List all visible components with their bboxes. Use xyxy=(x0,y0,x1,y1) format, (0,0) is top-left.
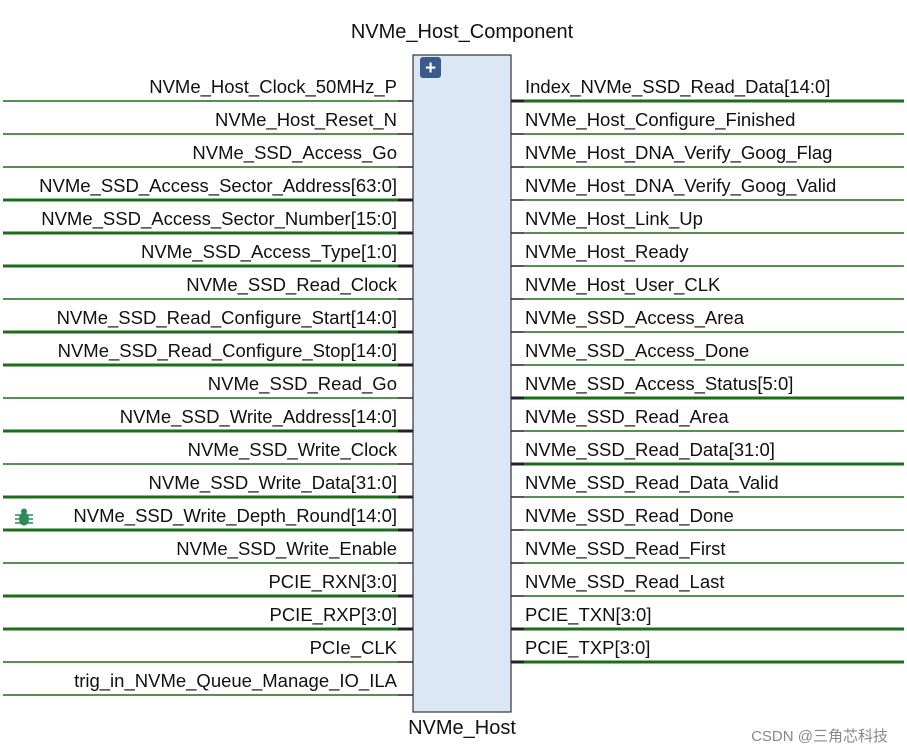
output-port[interactable]: NVMe_SSD_Read_Area xyxy=(511,406,904,432)
input-port-label: NVMe_SSD_Read_Configure_Start[14:0] xyxy=(57,307,397,329)
output-port-label: NVMe_SSD_Read_Data_Valid xyxy=(525,472,779,494)
output-port[interactable]: NVMe_Host_DNA_Verify_Goog_Valid xyxy=(511,175,904,201)
input-port-label: NVMe_SSD_Write_Enable xyxy=(176,538,397,560)
input-port-label: NVMe_SSD_Read_Go xyxy=(208,373,397,395)
input-port-label: NVMe_SSD_Read_Configure_Stop[14:0] xyxy=(58,340,397,362)
input-port[interactable]: NVMe_Host_Reset_N xyxy=(3,109,413,135)
input-port-label: NVMe_SSD_Access_Sector_Address[63:0] xyxy=(39,175,397,197)
output-port-label: NVMe_SSD_Access_Status[5:0] xyxy=(525,373,793,395)
input-port-label: PCIE_RXN[3:0] xyxy=(268,571,397,593)
output-port-label: NVMe_Host_DNA_Verify_Goog_Valid xyxy=(525,175,836,197)
output-port[interactable]: NVMe_SSD_Read_First xyxy=(511,538,904,564)
instance-name: NVMe_Host xyxy=(408,717,516,739)
input-port[interactable]: NVMe_SSD_Write_Depth_Round[14:0] xyxy=(3,505,413,532)
input-port-label: NVMe_SSD_Write_Address[14:0] xyxy=(120,406,397,428)
output-ports: Index_NVMe_SSD_Read_Data[14:0] NVMe_Host_… xyxy=(511,76,904,664)
output-port-label: Index_NVMe_SSD_Read_Data[14:0] xyxy=(525,76,830,98)
output-port-label: NVMe_Host_Configure_Finished xyxy=(525,109,795,131)
output-port[interactable]: NVMe_SSD_Read_Last xyxy=(511,571,904,597)
output-port-label: NVMe_Host_DNA_Verify_Goog_Flag xyxy=(525,142,832,164)
output-port-label: NVMe_Host_Link_Up xyxy=(525,208,703,230)
plus-icon: + xyxy=(425,58,436,79)
input-port-label: NVMe_Host_Reset_N xyxy=(215,109,397,131)
input-port[interactable]: NVMe_SSD_Write_Address[14:0] xyxy=(3,406,413,433)
input-port[interactable]: NVMe_SSD_Read_Configure_Start[14:0] xyxy=(3,307,413,334)
input-port[interactable]: NVMe_SSD_Read_Go xyxy=(3,373,413,399)
component-title: NVMe_Host_Component xyxy=(351,21,574,43)
input-port[interactable]: trig_in_NVMe_Queue_Manage_IO_ILA xyxy=(3,670,413,696)
output-port-label: NVMe_SSD_Read_First xyxy=(525,538,726,560)
input-port[interactable]: NVMe_SSD_Access_Sector_Address[63:0] xyxy=(3,175,413,202)
input-port-label: NVMe_SSD_Write_Depth_Round[14:0] xyxy=(73,505,397,527)
input-port[interactable]: NVMe_SSD_Write_Enable xyxy=(3,538,413,564)
output-port-label: NVMe_Host_User_CLK xyxy=(525,274,721,296)
input-port[interactable]: PCIe_CLK xyxy=(3,637,413,663)
output-port[interactable]: NVMe_Host_Link_Up xyxy=(511,208,904,234)
input-port-label: NVMe_SSD_Write_Data[31:0] xyxy=(149,472,398,494)
watermark: CSDN @三角芯科技 xyxy=(751,728,888,745)
input-port[interactable]: NVMe_SSD_Access_Go xyxy=(3,142,413,168)
input-port[interactable]: NVMe_Host_Clock_50MHz_P xyxy=(3,76,413,102)
output-port[interactable]: NVMe_SSD_Access_Area xyxy=(511,307,904,333)
output-port[interactable]: NVMe_SSD_Access_Done xyxy=(511,340,904,366)
output-port-label: NVMe_SSD_Read_Area xyxy=(525,406,729,428)
output-port-label: NVMe_SSD_Access_Done xyxy=(525,340,749,362)
output-port[interactable]: NVMe_SSD_Read_Data_Valid xyxy=(511,472,904,498)
input-port[interactable]: NVMe_SSD_Access_Type[1:0] xyxy=(3,241,413,268)
input-port-label: PCIe_CLK xyxy=(310,637,398,659)
output-port[interactable]: NVMe_Host_Configure_Finished xyxy=(511,109,904,135)
output-port[interactable]: NVMe_SSD_Read_Data[31:0] xyxy=(511,439,904,466)
input-port[interactable]: PCIE_RXN[3:0] xyxy=(3,571,413,598)
output-port[interactable]: NVMe_Host_DNA_Verify_Goog_Flag xyxy=(511,142,904,168)
output-port-label: NVMe_SSD_Read_Done xyxy=(525,505,734,527)
input-port[interactable]: NVMe_SSD_Read_Clock xyxy=(3,274,413,300)
input-ports: NVMe_Host_Clock_50MHz_P NVMe_Host_Reset_N… xyxy=(3,76,413,696)
output-port[interactable]: Index_NVMe_SSD_Read_Data[14:0] xyxy=(511,76,904,103)
input-port-label: NVMe_SSD_Write_Clock xyxy=(188,439,398,461)
input-port-label: NVMe_SSD_Access_Type[1:0] xyxy=(141,241,397,263)
input-port-label: NVMe_SSD_Access_Go xyxy=(192,142,397,164)
output-port[interactable]: PCIE_TXP[3:0] xyxy=(511,637,904,664)
expand-button[interactable]: + xyxy=(420,57,441,79)
input-port[interactable]: NVMe_SSD_Write_Data[31:0] xyxy=(3,472,413,499)
input-port-label: PCIE_RXP[3:0] xyxy=(269,604,397,626)
input-port[interactable]: NVMe_SSD_Read_Configure_Stop[14:0] xyxy=(3,340,413,367)
output-port-label: NVMe_SSD_Read_Last xyxy=(525,571,725,593)
output-port[interactable]: NVMe_SSD_Read_Done xyxy=(511,505,904,531)
input-port-label: NVMe_SSD_Access_Sector_Number[15:0] xyxy=(41,208,397,230)
debug-bug-icon xyxy=(15,508,33,526)
output-port-label: PCIE_TXP[3:0] xyxy=(525,637,650,659)
output-port[interactable]: PCIE_TXN[3:0] xyxy=(511,604,904,631)
input-port-label: NVMe_SSD_Read_Clock xyxy=(186,274,398,296)
output-port-label: PCIE_TXN[3:0] xyxy=(525,604,651,626)
output-port-label: NVMe_SSD_Access_Area xyxy=(525,307,745,329)
output-port[interactable]: NVMe_Host_User_CLK xyxy=(511,274,904,300)
input-port[interactable]: NVMe_SSD_Write_Clock xyxy=(3,439,413,465)
output-port[interactable]: NVMe_Host_Ready xyxy=(511,241,904,267)
input-port-label: NVMe_Host_Clock_50MHz_P xyxy=(149,76,397,98)
input-port[interactable]: PCIE_RXP[3:0] xyxy=(3,604,413,631)
output-port-label: NVMe_Host_Ready xyxy=(525,241,689,263)
output-port[interactable]: NVMe_SSD_Access_Status[5:0] xyxy=(511,373,904,400)
output-port-label: NVMe_SSD_Read_Data[31:0] xyxy=(525,439,775,461)
input-port-label: trig_in_NVMe_Queue_Manage_IO_ILA xyxy=(74,670,398,692)
ip-block[interactable] xyxy=(412,54,512,713)
input-port[interactable]: NVMe_SSD_Access_Sector_Number[15:0] xyxy=(3,208,413,235)
